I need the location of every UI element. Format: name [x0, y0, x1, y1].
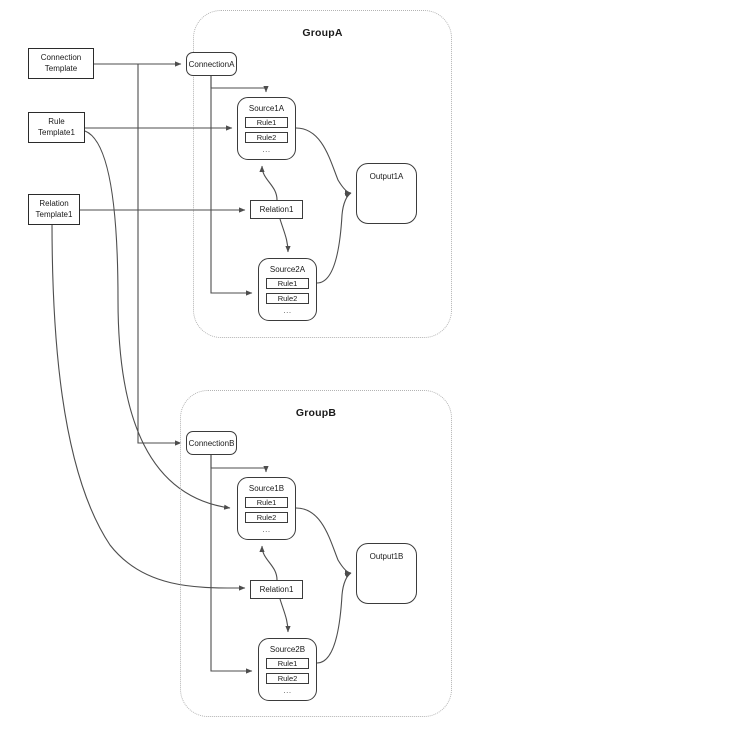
connection-template-label: Connection Template: [41, 53, 81, 75]
relation1-a-label: Relation1: [259, 205, 294, 214]
node-connection-template[interactable]: Connection Template: [28, 48, 94, 79]
node-relation1-b[interactable]: Relation1: [250, 580, 303, 599]
source2a-rule-2[interactable]: Rule2: [266, 293, 309, 304]
relation-template1-line2: Template1: [35, 209, 73, 219]
source1b-title: Source1B: [248, 484, 285, 493]
node-source1b[interactable]: Source1B Rule1 Rule2 ...: [237, 477, 296, 540]
node-connectiona[interactable]: ConnectionA: [186, 52, 237, 76]
group-b-container: GroupB: [180, 390, 452, 717]
node-source1a[interactable]: Source1A Rule1 Rule2 ...: [237, 97, 296, 160]
source1b-rule-2[interactable]: Rule2: [245, 512, 288, 523]
output1a-label: Output1A: [369, 172, 404, 181]
connectionb-label: ConnectionB: [188, 438, 235, 448]
source2b-more: ...: [283, 686, 292, 695]
node-output1a[interactable]: Output1A: [356, 163, 417, 224]
edge-conntpl-to-connectionb: [137, 64, 182, 446]
group-a-container: GroupA: [193, 10, 452, 338]
node-source2b[interactable]: Source2B Rule1 Rule2 ...: [258, 638, 317, 701]
source1b-rule-1[interactable]: Rule1: [245, 497, 288, 508]
source2a-more: ...: [283, 306, 292, 315]
group-a-title: GroupA: [302, 27, 343, 39]
connection-template-line1: Connection: [40, 52, 82, 62]
output1b-label: Output1B: [369, 552, 404, 561]
relation1-b-label: Relation1: [259, 585, 294, 594]
relation-template1-label: Relation Template1: [36, 199, 73, 221]
source1a-rule-1[interactable]: Rule1: [245, 117, 288, 128]
source2a-title: Source2A: [269, 265, 306, 274]
connectiona-label: ConnectionA: [188, 59, 235, 69]
source1a-rule-2[interactable]: Rule2: [245, 132, 288, 143]
connection-template-line2: Template: [44, 63, 78, 73]
source2b-title: Source2B: [269, 645, 306, 654]
node-output1b[interactable]: Output1B: [356, 543, 417, 604]
source2a-rule-1[interactable]: Rule1: [266, 278, 309, 289]
source1b-more: ...: [262, 525, 271, 534]
source2b-rule-2[interactable]: Rule2: [266, 673, 309, 684]
rule-template1-line2: Template1: [38, 127, 75, 137]
node-connectionb[interactable]: ConnectionB: [186, 431, 237, 455]
source1a-title: Source1A: [248, 104, 285, 113]
rule-template1-label: Rule Template1: [38, 117, 75, 139]
source2b-rule-1[interactable]: Rule1: [266, 658, 309, 669]
source1a-more: ...: [262, 145, 271, 154]
relation-template1-line1: Relation: [39, 198, 69, 208]
node-relation1-a[interactable]: Relation1: [250, 200, 303, 219]
node-source2a[interactable]: Source2A Rule1 Rule2 ...: [258, 258, 317, 321]
node-rule-template1[interactable]: Rule Template1: [28, 112, 85, 143]
group-b-title: GroupB: [295, 407, 337, 419]
rule-template1-line1: Rule: [48, 116, 65, 126]
node-relation-template1[interactable]: Relation Template1: [28, 194, 80, 225]
